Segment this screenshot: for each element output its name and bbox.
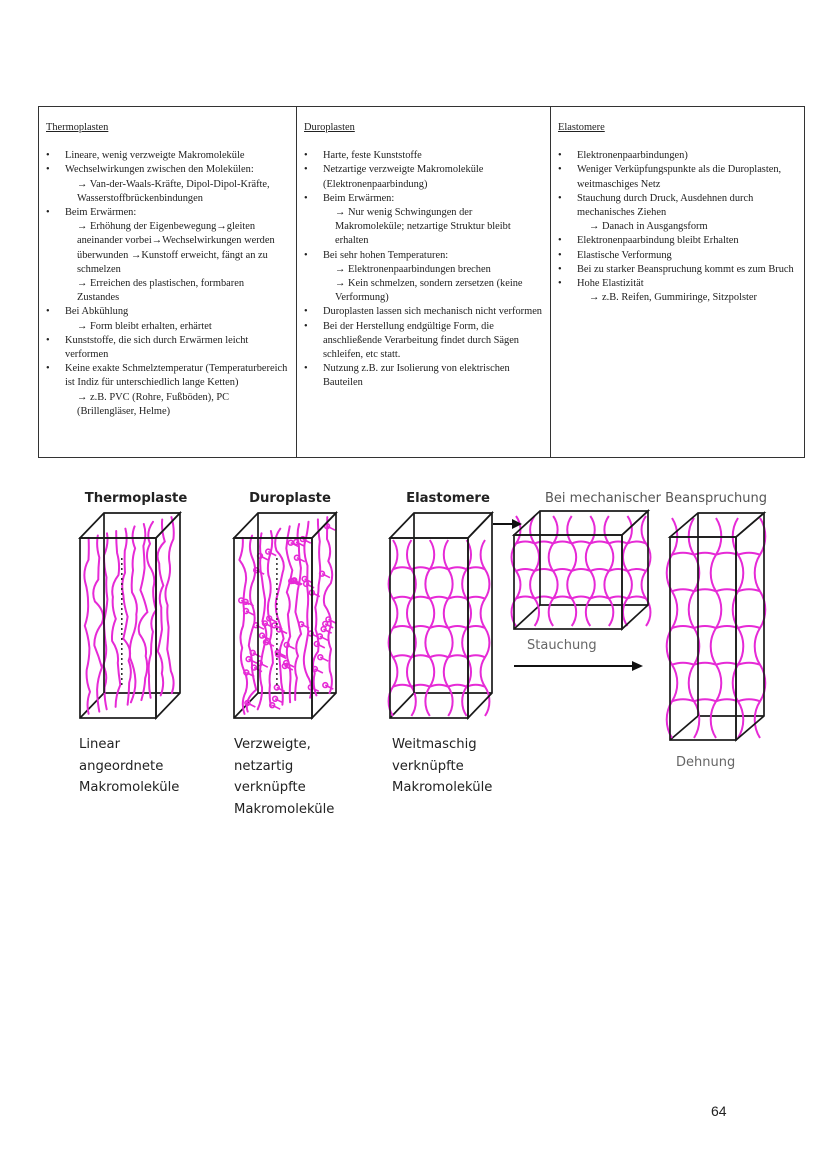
bullet-subtext: → Erhöhung der Eigenbewegung→gleiten ane…	[77, 221, 275, 275]
bullet-subtext: → Form bleibt erhalten, erhärtet	[77, 320, 212, 332]
bullet-item: Harte, feste Kunststoffe	[304, 149, 542, 163]
column-elastomere: ElastomereElektronenpaarbindungen) Wenige…	[550, 107, 804, 457]
bullet-text: Weniger Verküpfungspunkte als die Duropl…	[577, 164, 782, 190]
column-heading: Duroplasten	[304, 122, 355, 133]
bullet-text: Elektronenpaarbindung bleibt Erhalten	[577, 235, 739, 247]
bullet-text: Duroplasten lassen sich mechanisch nicht…	[323, 306, 542, 318]
title-mechanische-beanspruchung: Bei mechanischer Beanspruchung	[545, 491, 767, 506]
bullet-text: Bei der Herstellung endgültige Form, die…	[323, 320, 520, 361]
bullet-subtext: → Elektronenpaarbindungen brechen	[335, 263, 491, 275]
title-duroplaste: Duroplaste	[249, 491, 331, 506]
bullet-item: Lineare, wenig verzweigte Makromoleküle	[46, 149, 288, 163]
bullet-item: Bei der Herstellung endgültige Form, die…	[304, 320, 542, 363]
bullet-item: Elastische Verformung	[558, 249, 796, 263]
svg-text:Makromoleküle: Makromoleküle	[392, 780, 492, 795]
bullet-text: Netzartige verzweigte Makromoleküle (Ele…	[323, 164, 484, 190]
title-elastomere: Elastomere	[406, 491, 490, 506]
column-duroplasten: DuroplastenHarte, feste KunststoffeNetza…	[296, 107, 550, 457]
bullet-item: Hohe Elastizität → z.B. Reifen, Gummiring…	[558, 277, 796, 305]
title-thermoplaste: Thermoplaste	[85, 491, 188, 506]
bullet-item: Wechselwirkungen zwischen den Molekülen:…	[46, 163, 288, 206]
bullet-item: Beim Erwärmen: → Erhöhung der Eigenbewegu…	[46, 206, 288, 305]
bullet-text: Lineare, wenig verzweigte Makromoleküle	[65, 150, 245, 162]
duroplaste-box	[232, 510, 338, 721]
bullet-text: Bei zu starker Beanspruchung kommt es zu…	[577, 263, 794, 275]
bullet-item: Stauchung durch Druck, Ausdehnen durch m…	[558, 192, 796, 235]
bullet-subtext: → Erreichen des plastischen, formbaren Z…	[77, 278, 245, 304]
thermoplaste-box	[78, 510, 182, 721]
polymer-structure-figure: Thermoplaste Duroplaste Elastomere Bei m…	[78, 491, 767, 817]
bullet-text: Keine exakte Schmelztemperatur (Temperat…	[65, 363, 288, 389]
bullet-text: Wechselwirkungen zwischen den Molekülen:	[65, 164, 254, 176]
stauchung-box	[510, 509, 652, 631]
bullet-text: Nutzung z.B. zur Isolierung von elektris…	[323, 363, 510, 389]
bullet-text: Hohe Elastizität	[577, 278, 644, 290]
bullet-text: Bei Abkühlung	[65, 306, 129, 318]
bullet-list: Elektronenpaarbindungen) Weniger Verküpfu…	[558, 149, 796, 305]
arrow-to-dehnung	[514, 661, 643, 671]
bullet-list: Lineare, wenig verzweigte MakromoleküleW…	[46, 149, 288, 419]
svg-text:Makromoleküle: Makromoleküle	[79, 780, 179, 795]
column-heading: Thermoplasten	[46, 122, 109, 133]
label-dehnung: Dehnung	[676, 755, 735, 770]
label-thermoplaste: Linear angeordnete Makromoleküle	[79, 737, 179, 795]
svg-text:netzartig: netzartig	[234, 759, 293, 774]
svg-text:verknüpfte: verknüpfte	[392, 759, 464, 774]
label-elastomere: Weitmaschig verknüpfte Makromoleküle	[392, 737, 492, 795]
column-heading: Elastomere	[558, 122, 605, 133]
bullet-item: Kunststoffe, die sich durch Erwärmen lei…	[46, 334, 288, 362]
bullet-item: Elektronenpaarbindung bleibt Erhalten	[558, 234, 796, 248]
svg-text:Verzweigte,: Verzweigte,	[234, 737, 311, 752]
bullet-text: Elektronenpaarbindungen)	[577, 150, 688, 162]
bullet-item: Nutzung z.B. zur Isolierung von elektris…	[304, 362, 542, 390]
svg-text:Linear: Linear	[79, 737, 121, 752]
bullet-text: Beim Erwärmen:	[65, 207, 137, 219]
bullet-text: Elastische Verformung	[577, 249, 672, 261]
svg-text:angeordnete: angeordnete	[79, 759, 163, 774]
bullet-item: Bei Abkühlung → Form bleibt erhalten, erh…	[46, 305, 288, 333]
column-thermoplasten: ThermoplastenLineare, wenig verzweigte M…	[39, 107, 296, 457]
comparison-table: ThermoplastenLineare, wenig verzweigte M…	[38, 106, 805, 458]
bullet-subtext: → z.B. Reifen, Gummiringe, Sitzpolster	[589, 292, 757, 304]
bullet-text: Harte, feste Kunststoffe	[323, 150, 422, 162]
label-duroplaste: Verzweigte, netzartig verknüpfte Makromo…	[234, 737, 334, 817]
bullet-subtext: → Kein schmelzen, sondern zersetzen (kei…	[335, 278, 523, 304]
arrow-to-stauchung	[493, 519, 522, 529]
bullet-item: Elektronenpaarbindungen)	[558, 149, 796, 163]
page-number: 64	[711, 1103, 727, 1119]
bullet-item: Netzartige verzweigte Makromoleküle (Ele…	[304, 163, 542, 191]
bullet-subtext: → z.B. PVC (Rohre, Fußböden), PC (Brille…	[77, 391, 230, 417]
label-stauchung: Stauchung	[527, 638, 597, 653]
bullet-subtext: → Van-der-Waals-Kräfte, Dipol-Dipol-Kräf…	[77, 178, 270, 204]
bullet-item: Bei sehr hohen Temperaturen: → Elektronen…	[304, 249, 542, 306]
svg-text:Weitmaschig: Weitmaschig	[392, 737, 477, 752]
bullet-text: Stauchung durch Druck, Ausdehnen durch m…	[577, 192, 754, 219]
bullet-text: Kunststoffe, die sich durch Erwärmen lei…	[65, 334, 249, 361]
bullet-list: Harte, feste KunststoffeNetzartige verzw…	[304, 149, 542, 390]
svg-text:Makromoleküle: Makromoleküle	[234, 802, 334, 817]
svg-text:verknüpfte: verknüpfte	[234, 780, 306, 795]
bullet-item: Weniger Verküpfungspunkte als die Duropl…	[558, 163, 796, 191]
dehnung-box	[665, 511, 767, 742]
bullet-subtext: → Nur wenig Schwingungen der Makromolekü…	[335, 207, 511, 247]
bullet-text: Beim Erwärmen:	[323, 192, 395, 204]
bullet-subtext: → Danach in Ausgangsform	[589, 221, 708, 233]
bullet-item: Duroplasten lassen sich mechanisch nicht…	[304, 305, 542, 319]
bullet-item: Beim Erwärmen: → Nur wenig Schwingungen d…	[304, 192, 542, 249]
bullet-text: Bei sehr hohen Temperaturen:	[323, 249, 449, 261]
bullet-item: Bei zu starker Beanspruchung kommt es zu…	[558, 263, 796, 277]
elastomere-box	[387, 510, 494, 721]
bullet-item: Keine exakte Schmelztemperatur (Temperat…	[46, 362, 288, 419]
